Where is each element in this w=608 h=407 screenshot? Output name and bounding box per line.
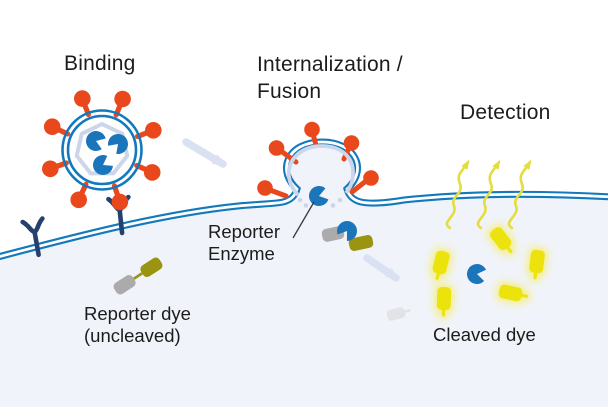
emission-signal-arrows <box>445 159 532 230</box>
detection-label: Detection <box>460 101 551 124</box>
fluorophore-half-icon <box>140 257 163 278</box>
virus-envelope-outer <box>61 109 143 191</box>
reporter-enzyme-label: Reporter Enzyme <box>208 221 280 265</box>
binding-to-fusion-arrow <box>182 138 227 168</box>
signal-arrow-icon <box>445 159 470 230</box>
capsid-remnant <box>286 144 355 197</box>
dome-spikes <box>257 121 379 199</box>
cleaved-dye-label: Cleaved dye <box>433 324 536 345</box>
internalization-label: Internalization / Fusion <box>257 51 403 105</box>
cleavage-scene <box>321 217 374 252</box>
reporter-enzyme-line2: Enzyme <box>208 243 275 264</box>
reporter-dye-line2: (uncleaved) <box>84 325 181 346</box>
quencher-half-icon <box>113 274 136 295</box>
internalization-line1: Internalization / <box>257 53 403 76</box>
fusion-dome <box>257 121 379 239</box>
signal-arrow-icon <box>476 159 501 230</box>
uncleaved-dye-icon <box>113 257 163 295</box>
binding-label: Binding <box>64 52 136 75</box>
fluorophore-half-icon <box>348 234 374 252</box>
enzyme-pointer-line <box>292 201 315 239</box>
signal-arrow-icon <box>507 159 532 230</box>
internalization-line2: Fusion <box>257 80 322 103</box>
virus-particle <box>42 90 162 211</box>
virus-spikes <box>42 90 162 211</box>
cell-interior <box>0 142 608 407</box>
reporter-enzyme-line1: Reporter <box>208 221 280 242</box>
free-receptor-icon <box>20 216 45 258</box>
reporter-dye-line1: Reporter dye <box>84 303 191 324</box>
quencher-fragment-icon <box>386 307 411 321</box>
fusion-to-detection-arrow <box>363 254 400 282</box>
virus-envelope-inner <box>66 114 138 186</box>
cell-membrane <box>0 138 608 261</box>
reporter-dye-label: Reporter dye (uncleaved) <box>84 303 191 347</box>
